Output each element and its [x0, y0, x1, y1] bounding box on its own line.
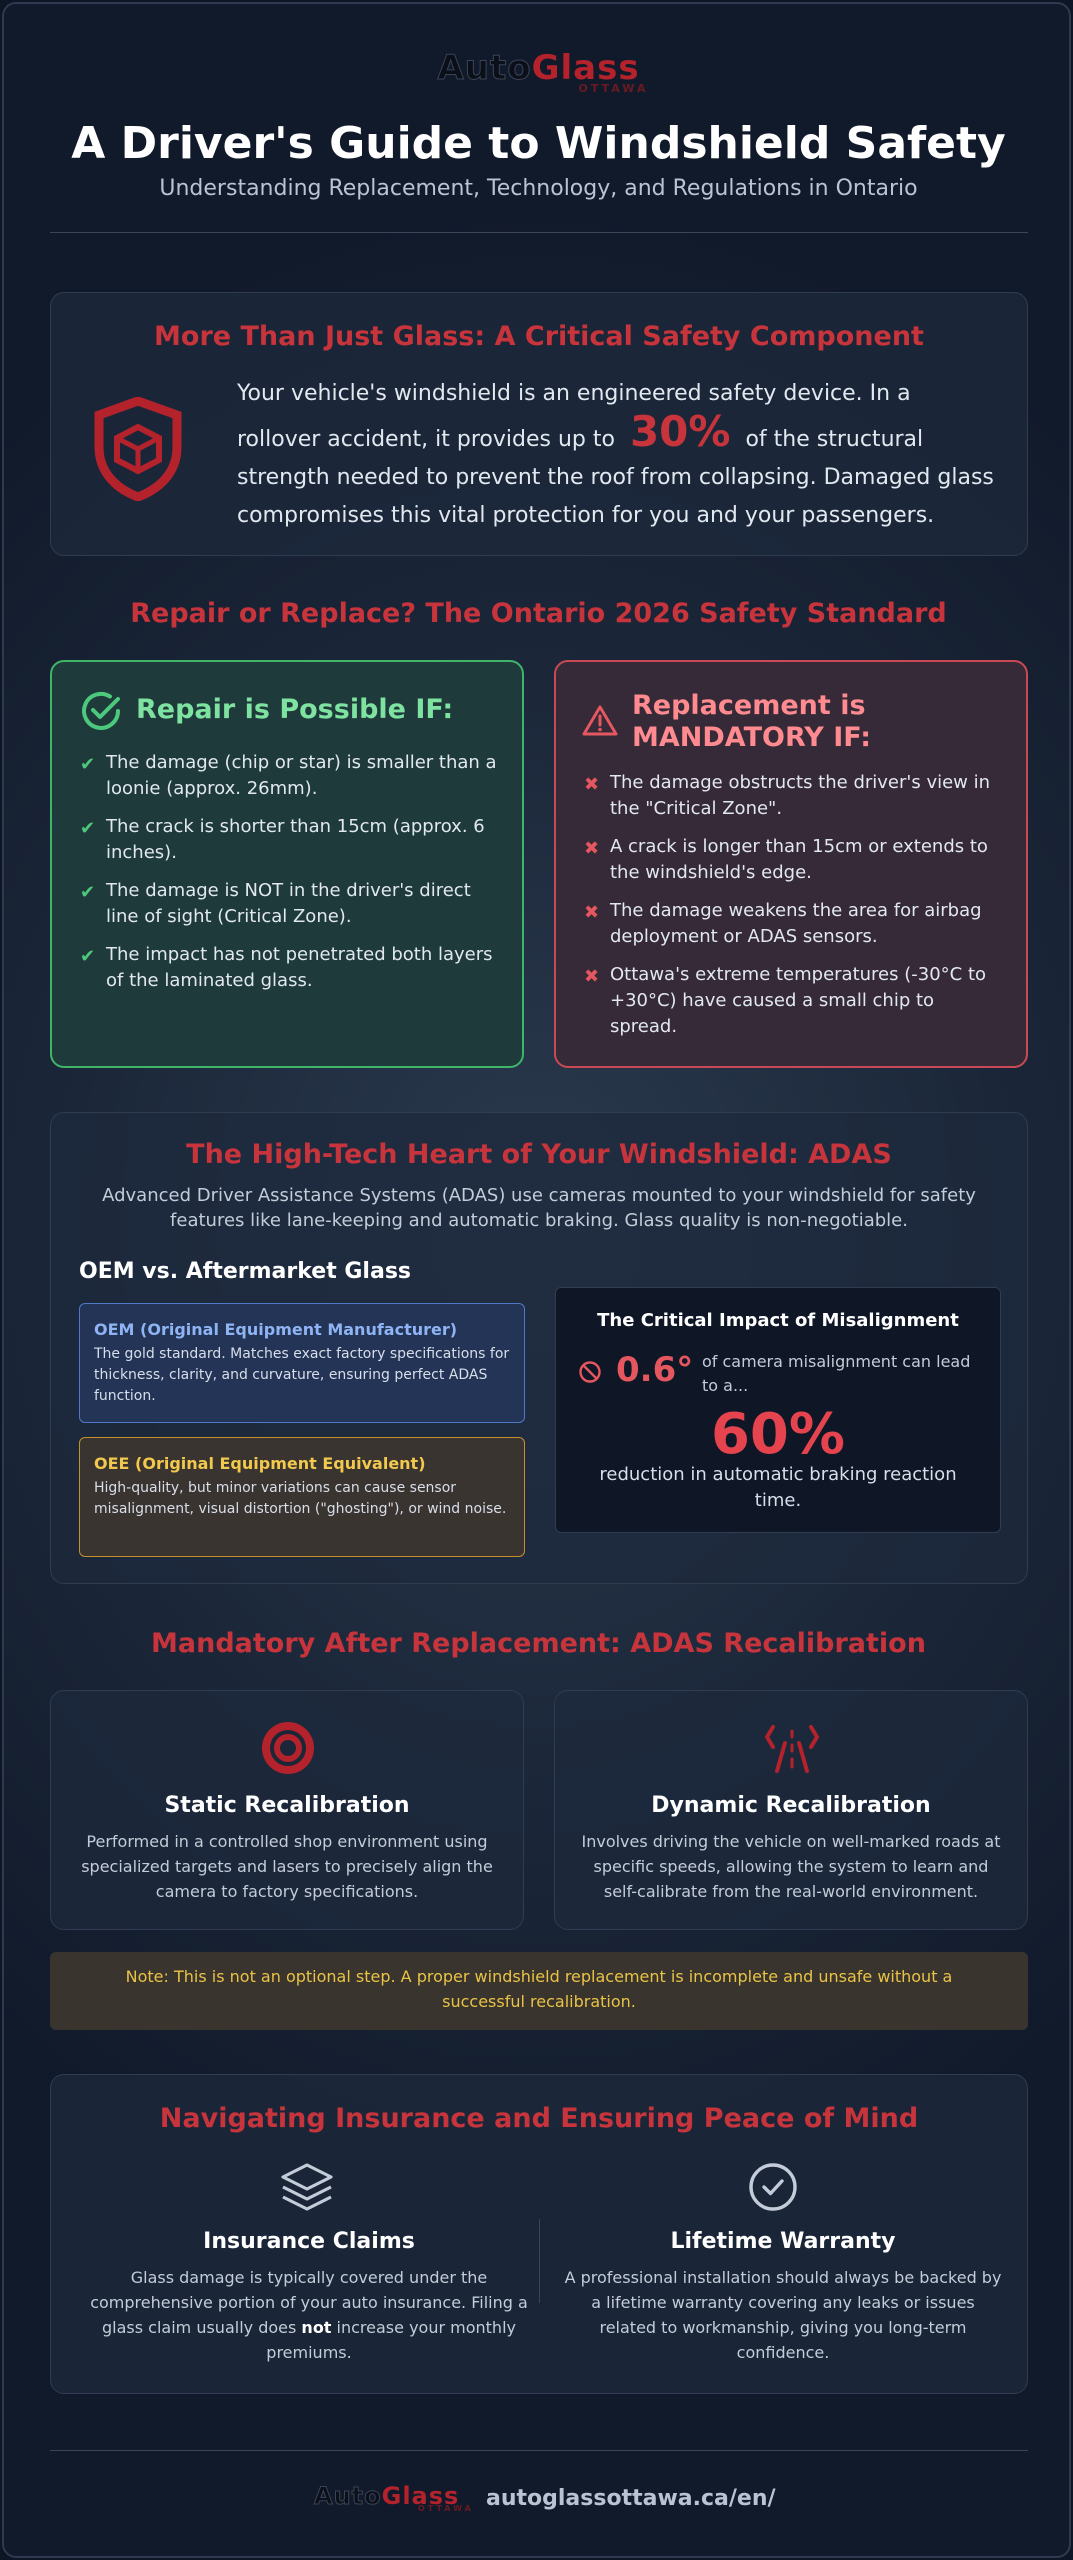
repair-item: The damage (chip or star) is smaller tha…: [106, 752, 497, 799]
replace-title-line2: MANDATORY IF:: [632, 722, 872, 753]
layers-icon: [279, 2159, 335, 2215]
claims-title: Insurance Claims: [203, 2229, 415, 2254]
footer-divider: [50, 2450, 1028, 2451]
repair-title: Repair is Possible IF:: [136, 694, 454, 725]
cross-icon: ✖: [584, 838, 600, 859]
header-divider: [50, 232, 1028, 233]
dynamic-text: Involves driving the vehicle on well-mar…: [581, 1832, 1001, 1901]
repair-card: Repair is Possible IF: ✔ The damage (chi…: [50, 660, 524, 1068]
static-recalibration-card: Static Recalibration Performed in a cont…: [50, 1690, 524, 1930]
adas-intro-line1: Advanced Driver Assistance Systems (ADAS…: [102, 1185, 976, 1206]
misalignment-degree: 0.6°: [616, 1350, 694, 1390]
repair-item: The crack is shorter than 15cm (approx. …: [106, 816, 485, 863]
recalibration-note: Note: This is not an optional step. A pr…: [50, 1952, 1028, 2030]
oem-title: OEM (Original Equipment Manufacturer): [94, 1320, 458, 1339]
check-circle-icon: [747, 2161, 799, 2213]
critical-stat: 30%: [629, 407, 731, 456]
warranty-title: Lifetime Warranty: [670, 2229, 896, 2254]
misalignment-degree-text: of camera misalignment can lead to a...: [702, 1352, 971, 1395]
replace-title-line1: Replacement is: [632, 690, 866, 721]
replace-item: The damage weakens the area for airbag d…: [610, 900, 982, 947]
critical-text: Your vehicle's windshield is an engineer…: [237, 375, 997, 535]
adas-intro-line2: features like lane-keeping and automatic…: [170, 1210, 908, 1231]
adas-intro: Advanced Driver Assistance Systems (ADAS…: [51, 1183, 1027, 1233]
static-title: Static Recalibration: [164, 1793, 410, 1818]
road-sensor-icon: [763, 1721, 821, 1775]
misalignment-percent: 60%: [710, 1402, 846, 1467]
oee-text: High-quality, but minor variations can c…: [94, 1480, 507, 1517]
adas-title: The High-Tech Heart of Your Windshield: …: [186, 1139, 892, 1170]
logo-auto: Auto: [437, 48, 532, 89]
critical-title: More Than Just Glass: A Critical Safety …: [154, 321, 924, 352]
replace-card: Replacement is MANDATORY IF: ✖ The damag…: [554, 660, 1028, 1068]
replace-item: Ottawa's extreme temperatures (-30°C to …: [610, 964, 987, 1037]
insurance-title: Navigating Insurance and Ensuring Peace …: [159, 2103, 919, 2134]
compare-title: OEM vs. Aftermarket Glass: [79, 1259, 412, 1284]
dynamic-recalibration-card: Dynamic Recalibration Involves driving t…: [554, 1690, 1028, 1930]
replace-item: A crack is longer than 15cm or extends t…: [610, 836, 988, 883]
check-icon: ✔: [80, 754, 96, 775]
replace-item: The damage obstructs the driver's view i…: [610, 772, 991, 819]
logo-sub: OTTAWA: [578, 82, 649, 95]
target-icon: [261, 1721, 315, 1775]
footer-logo-auto: Auto: [314, 2482, 382, 2511]
header-logo: AutoGlass OTTAWA: [4, 48, 1069, 96]
warranty-text: A professional installation should alway…: [564, 2268, 1002, 2362]
recalibration-title: Mandatory After Replacement: ADAS Recali…: [151, 1628, 926, 1659]
repair-item: The damage is NOT in the driver's direct…: [106, 880, 471, 927]
shield-cube-icon: [93, 396, 183, 502]
misalignment-box: The Critical Impact of Misalignment 0.6°…: [555, 1287, 1001, 1533]
oee-box: OEE (Original Equipment Equivalent) High…: [79, 1437, 525, 1557]
page-title: A Driver's Guide to Windshield Safety: [71, 118, 1006, 169]
claims-text-after: increase your monthly premiums.: [266, 2318, 516, 2362]
cross-icon: ✖: [584, 902, 600, 923]
repair-item: The impact has not penetrated both layer…: [106, 944, 493, 991]
claims-text-bold: not: [301, 2318, 332, 2337]
footer-logo-glass: Glass: [381, 2482, 460, 2510]
critical-card: More Than Just Glass: A Critical Safety …: [50, 292, 1028, 556]
static-text: Performed in a controlled shop environme…: [81, 1832, 493, 1901]
repair-replace-title: Repair or Replace? The Ontario 2026 Safe…: [130, 598, 947, 629]
oem-text: The gold standard. Matches exact factory…: [94, 1346, 510, 1404]
claims-text: Glass damage is typically covered under …: [89, 2265, 529, 2365]
footer-logo-sub: OTTAWA: [418, 2504, 474, 2513]
check-icon: ✔: [80, 818, 96, 839]
misalignment-percent-text: reduction in automatic braking reaction …: [599, 1464, 957, 1511]
check-icon: ✔: [80, 946, 96, 967]
insurance-card: Navigating Insurance and Ensuring Peace …: [50, 2074, 1028, 2394]
adas-card: The High-Tech Heart of Your Windshield: …: [50, 1112, 1028, 1584]
dynamic-title: Dynamic Recalibration: [651, 1793, 931, 1818]
page-subtitle: Understanding Replacement, Technology, a…: [159, 176, 918, 201]
footer-url[interactable]: autoglassottawa.ca/en/: [486, 2486, 776, 2511]
oee-title: OEE (Original Equipment Equivalent): [94, 1454, 426, 1473]
misalignment-title: The Critical Impact of Misalignment: [597, 1310, 959, 1331]
oem-box: OEM (Original Equipment Manufacturer) Th…: [79, 1303, 525, 1423]
check-icon: ✔: [80, 882, 96, 903]
claims-text-before: Glass damage is typically covered under …: [90, 2268, 528, 2337]
cross-icon: ✖: [584, 966, 600, 987]
footer-logo: AutoGlass OTTAWA: [314, 2482, 474, 2514]
critical-text-before: Your vehicle's windshield is an engineer…: [237, 381, 911, 452]
replace-title: Replacement is MANDATORY IF:: [632, 690, 871, 754]
prohibited-icon: [578, 1360, 602, 1384]
warning-triangle-icon: [582, 704, 618, 736]
logo-glass: Glass: [531, 48, 640, 88]
cross-icon: ✖: [584, 774, 600, 795]
critical-text-after: of the structural strength needed to pre…: [237, 427, 994, 528]
insurance-divider: [539, 2219, 540, 2303]
check-circle-icon: [80, 690, 122, 732]
recalibration-note-text: Note: This is not an optional step. A pr…: [125, 1967, 953, 2011]
